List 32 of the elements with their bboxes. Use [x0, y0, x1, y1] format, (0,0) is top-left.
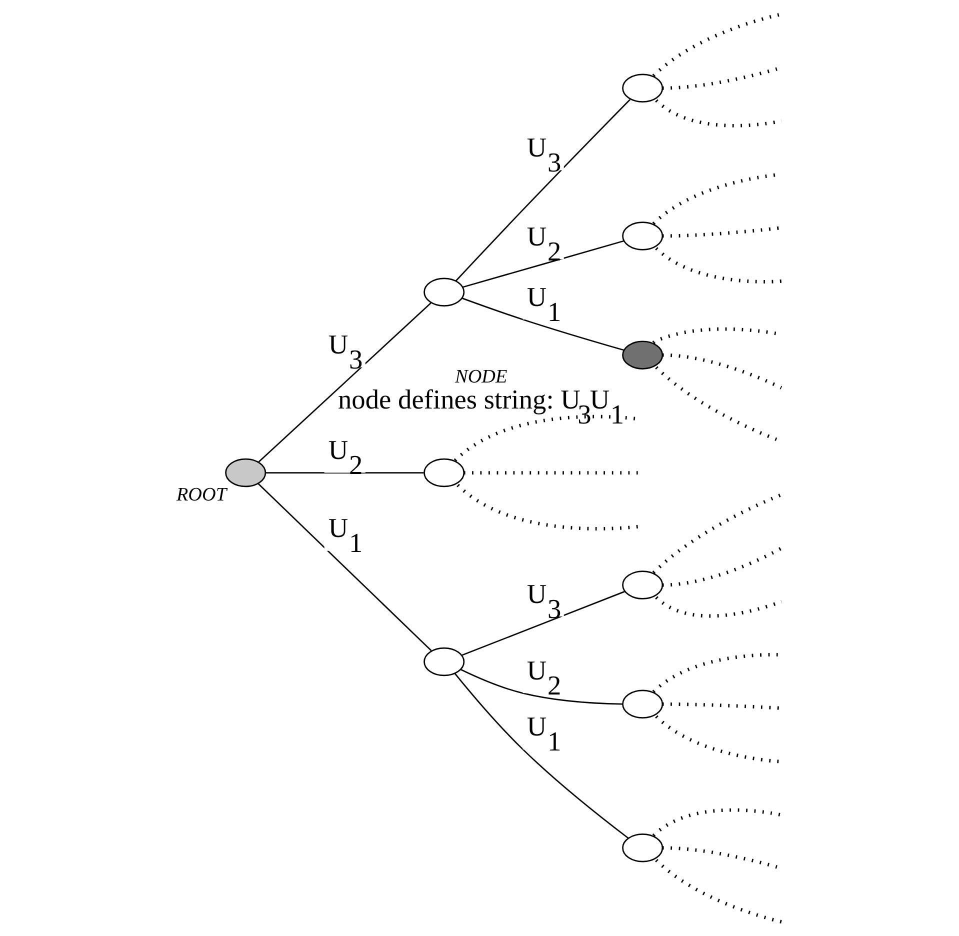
- connector: [462, 590, 625, 656]
- connector: [652, 493, 782, 574]
- node-circle: [225, 458, 266, 488]
- node-circle: [622, 340, 664, 370]
- connector: [258, 302, 432, 463]
- node-circle: [424, 278, 465, 306]
- node-circle: [622, 834, 664, 862]
- node-circle: [424, 647, 465, 676]
- connector: [662, 353, 782, 390]
- connector: [652, 808, 782, 837]
- node-circle: [622, 690, 664, 719]
- node-circle: [622, 74, 664, 102]
- connector: [258, 482, 432, 652]
- connector: [662, 226, 782, 238]
- node-circle: [622, 222, 664, 250]
- connector: [655, 246, 782, 284]
- connector: [460, 669, 622, 705]
- connector: [655, 99, 782, 128]
- connector: [662, 546, 782, 587]
- connector: [462, 298, 624, 351]
- connector: [462, 240, 624, 288]
- node-label: NODE: [455, 366, 508, 388]
- node-label: ROOT: [176, 484, 227, 506]
- connector: [455, 99, 631, 282]
- connector: [266, 472, 424, 474]
- connector: [655, 858, 782, 924]
- node-circle: [424, 458, 465, 488]
- connector: [655, 596, 782, 618]
- connector: [652, 12, 782, 78]
- connector: [454, 673, 629, 839]
- node-circle: [622, 570, 664, 600]
- connector: [662, 702, 782, 710]
